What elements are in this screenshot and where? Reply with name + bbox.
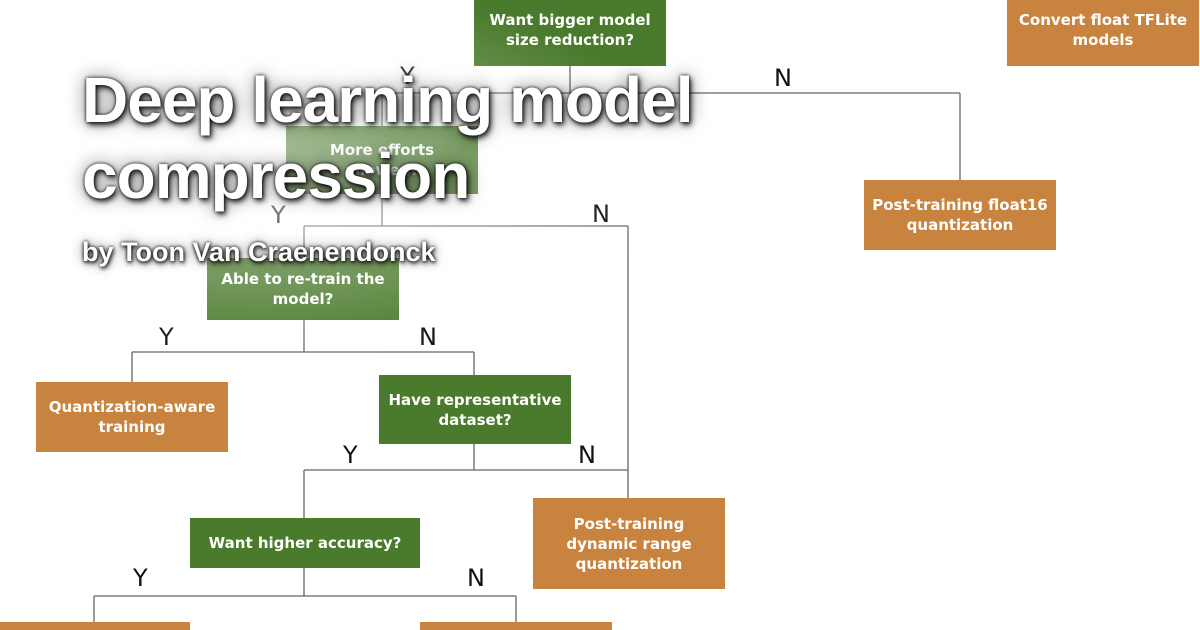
page-title: Deep learning model compression — [82, 64, 693, 212]
node-accuracy-yes-result — [0, 622, 190, 630]
node-accuracy-no-result — [420, 622, 612, 630]
node-post-training-dynamic-range: Post-training dynamic range quantization — [533, 498, 725, 589]
node-have-representative-dataset: Have representative dataset? — [379, 375, 571, 444]
node-convert-float-tflite: Convert float TFLite models — [1007, 0, 1199, 66]
branch-label-no: N — [467, 564, 485, 592]
node-want-higher-accuracy: Want higher accuracy? — [190, 518, 420, 568]
node-want-bigger-reduction: Want bigger model size reduction? — [474, 0, 666, 66]
branch-label-yes: Y — [133, 564, 148, 592]
branch-label-no: N — [578, 441, 596, 469]
author-byline: by Toon Van Craenendonck — [82, 237, 436, 267]
node-quantization-aware-training: Quantization-aware training — [36, 382, 228, 452]
branch-label-no: N — [419, 323, 437, 351]
branch-label-yes: Y — [159, 323, 174, 351]
node-post-training-float16: Post-training float16 quantization — [864, 180, 1056, 250]
branch-label-yes: Y — [343, 441, 358, 469]
